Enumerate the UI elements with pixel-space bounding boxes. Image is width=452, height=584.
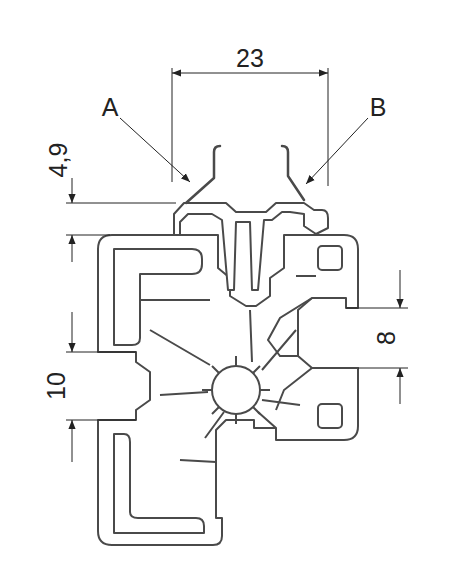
core-teeth: [202, 356, 270, 424]
dimension-value: 10: [44, 372, 69, 400]
dimension-line: [72, 312, 73, 352]
dimension-value: 8: [374, 331, 399, 345]
corner-hole: [318, 246, 342, 270]
dimension-line: [72, 420, 73, 462]
profile-web: [140, 276, 316, 462]
dimension-line: [400, 368, 401, 404]
dimension-value: 4,9: [46, 143, 71, 178]
dimension-line: [400, 270, 401, 308]
cover-lip: [186, 146, 304, 203]
dimension-line: [72, 178, 73, 203]
extension-line: [172, 68, 328, 186]
extension-line: [66, 352, 136, 420]
core-bore: [212, 366, 260, 414]
corner-hole: [318, 404, 342, 428]
leader-line: [306, 118, 368, 184]
side-slot: [268, 298, 312, 410]
cover-strip: [174, 203, 328, 290]
callout-letter: B: [370, 95, 387, 120]
extension-line: [346, 308, 408, 368]
callout-letter: A: [102, 95, 119, 120]
profile-chamber: [114, 249, 202, 345]
dimension-value: 23: [236, 46, 264, 71]
profile-chamber: [114, 434, 204, 533]
dimension-line: [172, 73, 328, 74]
extension-line: [66, 203, 176, 235]
leader-line: [120, 118, 190, 182]
dimension-line: [72, 235, 73, 262]
